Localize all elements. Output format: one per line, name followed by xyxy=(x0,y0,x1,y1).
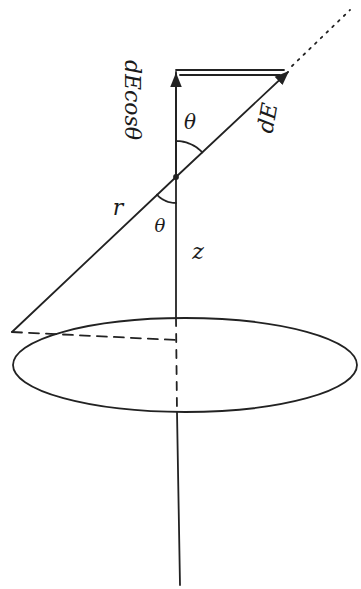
field-point xyxy=(174,175,178,179)
axis-line xyxy=(175,72,177,318)
de-vector xyxy=(176,72,288,177)
de-cos-vector xyxy=(175,74,177,177)
vector-label: dE xyxy=(255,101,282,135)
radius-dash xyxy=(12,332,176,340)
component-label: dEcosθ xyxy=(121,60,143,140)
axis-hidden xyxy=(176,318,177,412)
r-line xyxy=(12,177,176,332)
angle-arc xyxy=(157,195,176,203)
extension-dots xyxy=(292,10,350,66)
axis-line-lower xyxy=(177,412,180,585)
component-line xyxy=(176,69,284,71)
angle-label: θ xyxy=(155,217,166,235)
angle-arc xyxy=(176,141,202,152)
height-label: z xyxy=(192,241,204,263)
distance-label: r xyxy=(113,197,124,219)
component-line xyxy=(180,74,280,76)
angle-label: θ xyxy=(184,112,196,132)
charged-disk xyxy=(13,318,357,412)
